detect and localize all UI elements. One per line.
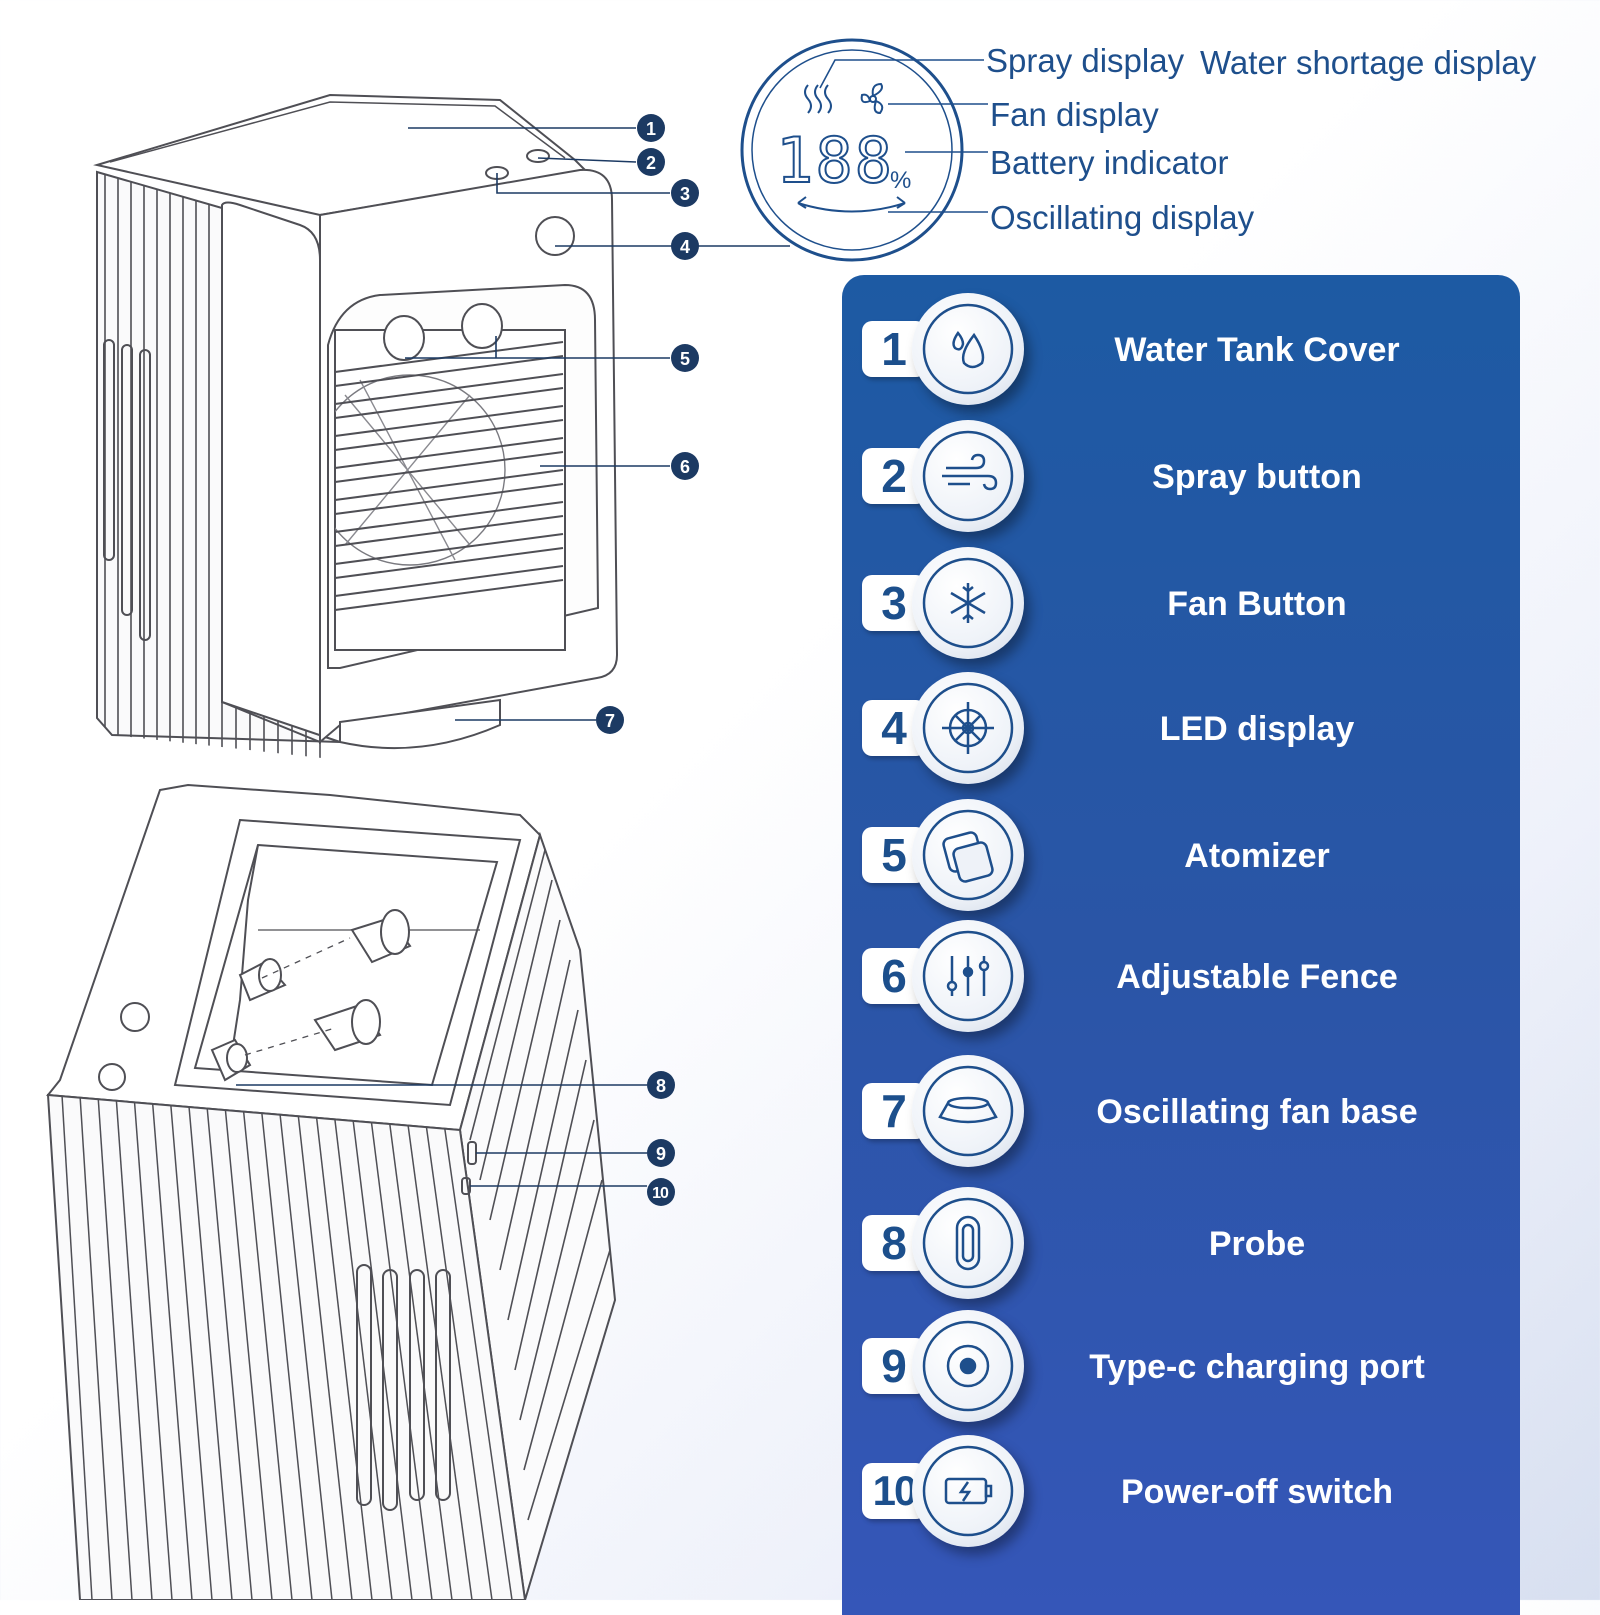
feature-row-2: 2 Spray button (842, 420, 1520, 540)
lcd-label-spray: Spray display (986, 42, 1185, 79)
lcd-label-oscillating: Oscillating display (990, 199, 1255, 236)
lcd-display-illustration: 188 % (740, 38, 964, 262)
svg-text:8: 8 (656, 1076, 666, 1096)
callout-8: 8 (647, 1071, 675, 1099)
callout-6: 6 (671, 452, 699, 480)
fan-indicator-icon (860, 82, 884, 115)
wind-icon (912, 420, 1024, 532)
feature-label: Atomizer (1184, 837, 1330, 875)
feature-row-10: 10 Power-off switch (842, 1435, 1520, 1555)
svg-text:4: 4 (680, 237, 690, 257)
feature-label: Water Tank Cover (1114, 331, 1400, 369)
spray-indicator-icon (804, 84, 832, 114)
svg-text:5: 5 (680, 349, 690, 369)
feature-row-9: 9 Type-c charging port (842, 1310, 1520, 1430)
lcd-leader-lines (819, 59, 988, 213)
svg-text:7: 7 (605, 711, 615, 731)
base-icon (912, 1055, 1024, 1167)
stacked-plates-icon (912, 799, 1024, 911)
lcd-label-battery: Battery indicator (990, 144, 1229, 181)
callout-1: 1 (637, 114, 665, 142)
svg-text:2: 2 (646, 153, 656, 173)
oscillating-arrow-icon (797, 202, 906, 213)
feature-row-1: 1 Water Tank Cover (842, 293, 1520, 413)
svg-text:10: 10 (652, 1185, 669, 1202)
lcd-label-fan: Fan display (990, 96, 1159, 133)
svg-text:1: 1 (646, 119, 656, 139)
feature-label: LED display (1159, 710, 1355, 748)
sliders-icon (912, 920, 1024, 1032)
svg-text:6: 6 (680, 457, 690, 477)
feature-row-6: 6 Adjustable Fence (842, 920, 1520, 1040)
callout-7: 7 (596, 706, 624, 734)
lower-device-drawing (46, 783, 617, 1600)
battery-icon (912, 1435, 1024, 1547)
callout-leader-lines (236, 127, 790, 1187)
upper-device-drawing (93, 93, 619, 760)
callout-2: 2 (637, 148, 665, 176)
feature-label: Type-c charging port (1089, 1348, 1425, 1386)
feature-label: Oscillating fan base (1096, 1093, 1418, 1131)
callout-10: 10 (647, 1178, 675, 1206)
feature-row-5: 5 Atomizer (842, 799, 1520, 919)
feature-label: Fan Button (1167, 585, 1347, 623)
callout-3: 3 (671, 179, 699, 207)
callout-markers: 1 2 3 4 5 6 7 8 9 10 (596, 114, 699, 1206)
svg-text:3: 3 (680, 184, 690, 204)
feature-label: Spray button (1152, 458, 1362, 496)
feature-row-3: 3 Fan Button (842, 547, 1520, 667)
water-drops-icon (912, 293, 1024, 405)
sun-dial-icon (912, 672, 1024, 784)
lcd-digits: 188 (776, 124, 894, 197)
callout-4: 4 (671, 232, 699, 260)
port-icon (912, 1310, 1024, 1422)
feature-label: Adjustable Fence (1116, 958, 1398, 996)
features-panel: 1 Water Tank Cover 2 Spray button 3 (842, 275, 1520, 1615)
callout-5: 5 (671, 344, 699, 372)
lcd-label-water-shortage: Water shortage display (1200, 44, 1537, 81)
svg-text:9: 9 (656, 1144, 666, 1164)
feature-row-7: 7 Oscillating fan base (842, 1055, 1520, 1175)
feature-row-4: 4 LED display (842, 672, 1520, 792)
lcd-percent: % (890, 167, 911, 194)
probe-icon (912, 1187, 1024, 1299)
feature-label: Probe (1208, 1225, 1306, 1263)
snowflake-icon (912, 547, 1024, 659)
feature-row-8: 8 Probe (842, 1187, 1520, 1307)
feature-label: Power-off switch (1120, 1473, 1394, 1511)
callout-9: 9 (647, 1139, 675, 1167)
